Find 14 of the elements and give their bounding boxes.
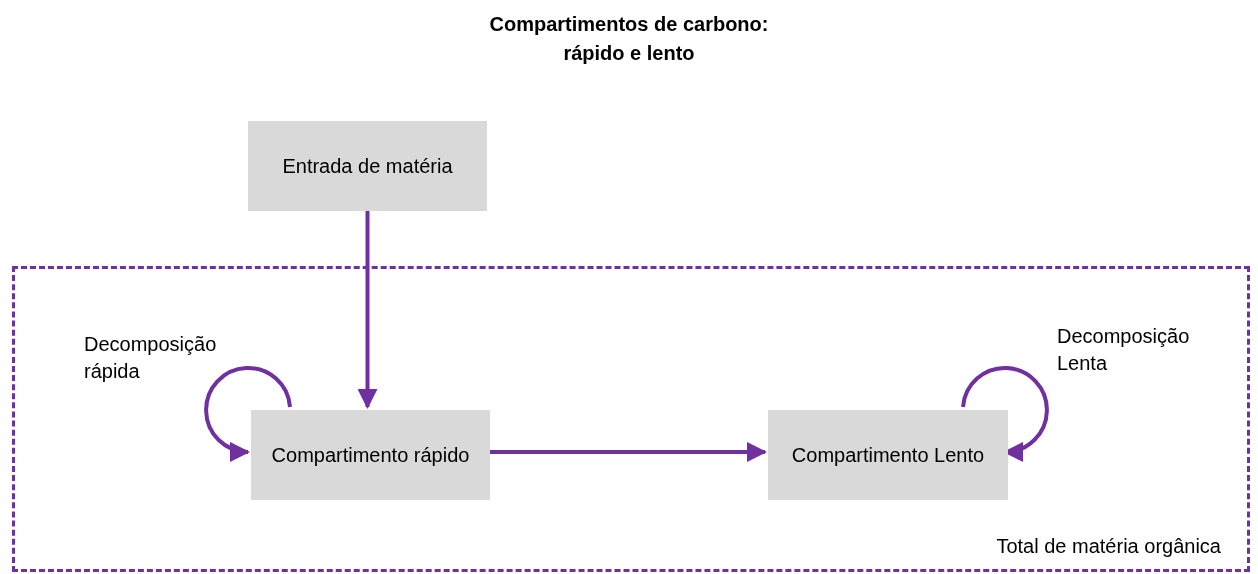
process-box — [768, 410, 1008, 500]
box-label: Entrada de matéria — [282, 153, 453, 179]
diagram-title: Compartimentos de carbono: rápido e lento — [488, 12, 770, 66]
edge-label: Decomposição rápida — [84, 332, 218, 384]
loop-arrow — [961, 366, 1049, 461]
loop-arrow — [204, 366, 292, 461]
box-label: Compartimento Lento — [791, 442, 985, 468]
group-label: Total de matéria orgânica — [996, 534, 1221, 559]
dashed-group-frame — [12, 266, 1250, 572]
arrow — [357, 211, 378, 409]
process-box — [251, 410, 490, 500]
box-label: Compartimento rápido — [271, 442, 470, 468]
edge-label: Decomposição Lenta — [1057, 324, 1191, 376]
process-box — [248, 121, 487, 211]
